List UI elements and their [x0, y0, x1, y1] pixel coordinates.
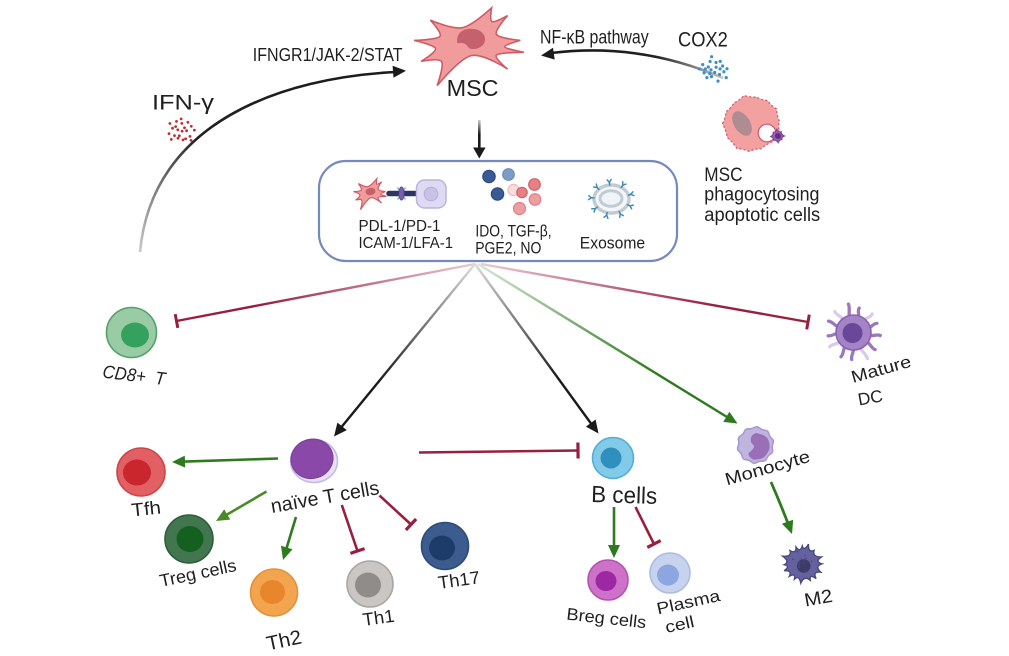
svg-text:MSC: MSC [447, 75, 499, 101]
svg-text:Tfh: Tfh [130, 496, 162, 520]
svg-text:Th1: Th1 [361, 606, 395, 630]
svg-text:IDO, TGF-β,: IDO, TGF-β, [475, 222, 551, 241]
svg-text:COX2: COX2 [678, 29, 728, 52]
svg-text:DC: DC [856, 385, 884, 409]
svg-text:Exosome: Exosome [580, 235, 645, 253]
svg-text:M2: M2 [803, 585, 835, 611]
svg-text:IFNGR1/JAK-2/STAT: IFNGR1/JAK-2/STAT [253, 44, 403, 65]
svg-text:PGE2, NO: PGE2, NO [475, 239, 541, 258]
svg-text:ICAM-1/LFA-1: ICAM-1/LFA-1 [359, 235, 454, 252]
svg-text:B cells: B cells [591, 481, 658, 509]
svg-text:MSC: MSC [704, 165, 742, 186]
svg-text:phagocytosing: phagocytosing [704, 185, 819, 206]
svg-text:PDL-1/PD-1: PDL-1/PD-1 [359, 218, 441, 235]
svg-text:IFN-γ: IFN-γ [152, 91, 214, 115]
svg-text:NF-κB pathway: NF-κB pathway [540, 27, 649, 48]
svg-text:apoptotic cells: apoptotic cells [704, 205, 820, 226]
